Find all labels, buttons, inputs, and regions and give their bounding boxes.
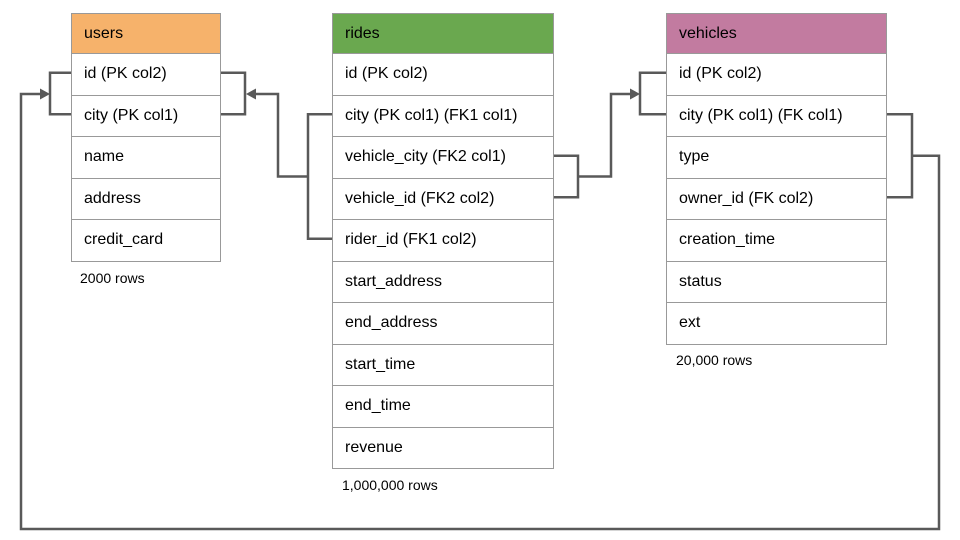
table-rides-title: rides (333, 14, 553, 53)
loop-line (19, 92, 941, 531)
column-row: ext (667, 302, 886, 344)
column-row: type (667, 136, 886, 178)
table-vehicles: vehicles id (PK col2) city (PK col1) (FK… (666, 13, 887, 345)
column-row: rider_id (FK1 col2) (333, 219, 553, 261)
column-row: end_address (333, 302, 553, 344)
column-row: credit_card (72, 219, 220, 261)
rides-left-bracket (306, 113, 332, 240)
table-vehicles-title: vehicles (667, 14, 886, 53)
users-left-bracket (48, 71, 71, 116)
rides-row-count: 1,000,000 rows (342, 477, 438, 493)
column-row: id (PK col2) (333, 53, 553, 95)
column-row: status (667, 260, 886, 302)
vehicles-left-bracket (638, 71, 666, 116)
relationship-rides-to-vehicles (554, 71, 666, 199)
column-row: creation_time (667, 219, 886, 261)
column-row: vehicle_city (FK2 col1) (333, 136, 553, 178)
users-right-bracket (221, 71, 247, 116)
column-row: id (PK col2) (667, 53, 886, 95)
column-row: address (72, 177, 220, 219)
vehicles-right-bracket (887, 113, 914, 199)
column-row: city (PK col1) (72, 94, 220, 136)
link-line (256, 92, 308, 178)
column-row: name (72, 136, 220, 178)
column-row: city (PK col1) (FK col1) (667, 94, 886, 136)
relationship-rides-to-users (221, 71, 332, 240)
column-row: owner_id (FK col2) (667, 177, 886, 219)
table-users: users id (PK col2) city (PK col1) name a… (71, 13, 221, 262)
column-row: id (PK col2) (72, 53, 220, 95)
vehicles-row-count: 20,000 rows (676, 352, 753, 368)
relationship-vehicles-to-users (19, 71, 941, 531)
column-row: revenue (333, 426, 553, 468)
arrowhead-icon (40, 88, 50, 100)
table-users-title: users (72, 14, 220, 53)
link-line (578, 92, 630, 178)
table-rides: rides id (PK col2) city (PK col1) (FK1 c… (332, 13, 554, 469)
column-row: city (PK col1) (FK1 col1) (333, 94, 553, 136)
column-row: start_time (333, 343, 553, 385)
column-row: vehicle_id (FK2 col2) (333, 177, 553, 219)
column-row: start_address (333, 260, 553, 302)
users-row-count: 2000 rows (80, 270, 145, 286)
column-row: end_time (333, 385, 553, 427)
arrowhead-icon (630, 88, 640, 100)
arrowhead-icon (246, 88, 256, 100)
rides-right-bracket (554, 154, 580, 199)
